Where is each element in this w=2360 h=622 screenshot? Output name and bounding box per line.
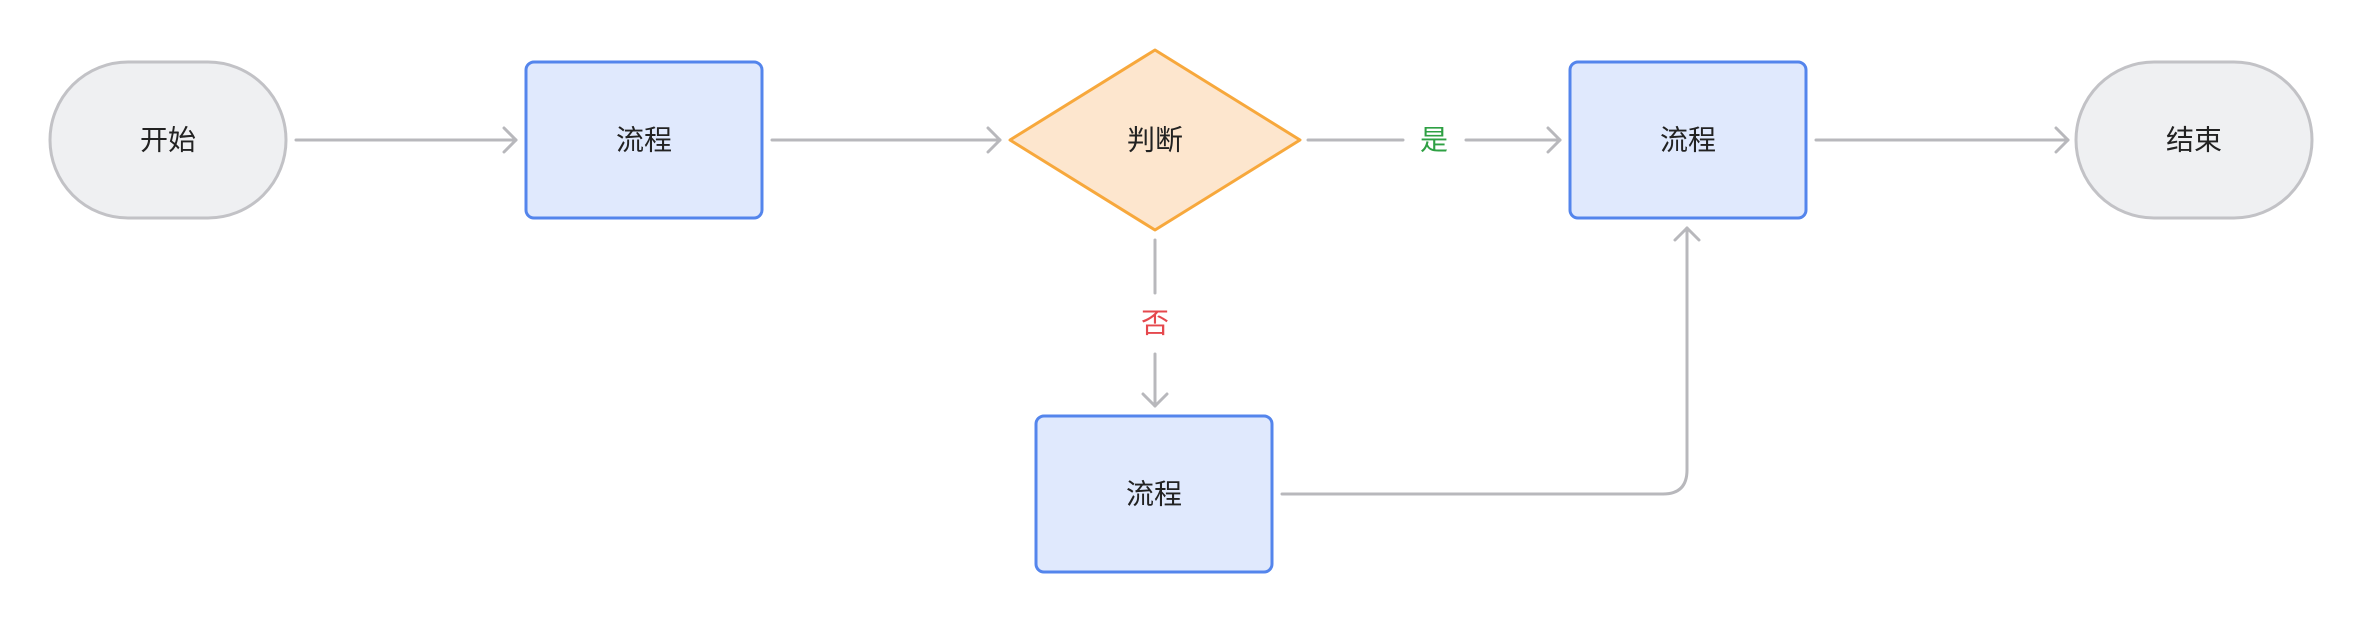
start-node: 开始: [48, 60, 288, 220]
no-branch-label: 否: [1141, 307, 1169, 340]
arrowhead-process: [502, 126, 518, 154]
yes-branch-label: 是: [1420, 124, 1448, 157]
process-label-3: 流程: [1126, 478, 1182, 511]
start-terminal-shape: [48, 60, 288, 220]
process-node-2: 流程: [1568, 60, 1808, 220]
decision-diamond: [1008, 48, 1302, 232]
end-terminal-shape: [2074, 60, 2314, 220]
arrowhead-yes-branch: [1546, 126, 1562, 154]
connectors: [294, 126, 2070, 496]
arrowhead-end: [2054, 126, 2070, 154]
process-box-1: [524, 60, 764, 220]
process-node-3: 流程: [1034, 414, 1274, 574]
process-node-1: 流程: [524, 60, 764, 220]
arrowhead-merge: [1673, 226, 1701, 242]
end-node: 结束: [2074, 60, 2314, 220]
connector-bottom-process-to-process: [1280, 226, 1689, 496]
decision-node: 判断: [1008, 48, 1302, 232]
process-label-1: 流程: [616, 124, 672, 157]
start-label: 开始: [140, 124, 196, 157]
process-label-2: 流程: [1660, 124, 1716, 157]
arrowhead-no-branch: [1141, 392, 1169, 408]
arrowhead-decision: [986, 126, 1002, 154]
end-label: 结束: [2166, 124, 2222, 157]
process-box-2: [1568, 60, 1808, 220]
process-box-3: [1034, 414, 1274, 574]
decision-label: 判断: [1127, 124, 1183, 157]
